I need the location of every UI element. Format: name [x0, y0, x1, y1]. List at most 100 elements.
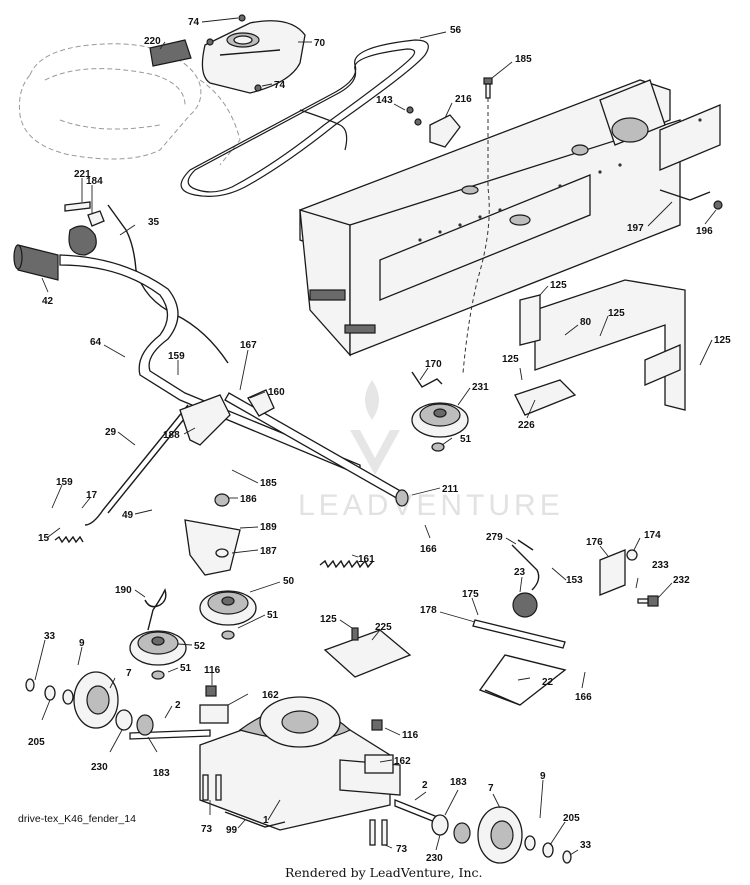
callout-186: 186 [240, 494, 257, 505]
callout-166: 166 [575, 692, 592, 703]
callout-187: 187 [260, 546, 277, 557]
callout-51: 51 [460, 434, 472, 445]
callout-15: 15 [38, 533, 50, 544]
ball-23 [512, 592, 538, 618]
callout-125: 125 [502, 354, 519, 365]
callout-35: 35 [148, 217, 160, 228]
callout-230: 230 [91, 762, 108, 773]
callout-29: 29 [105, 427, 117, 438]
spring-15 [54, 535, 84, 544]
bolts-73 [202, 774, 388, 846]
callout-23: 23 [514, 567, 526, 578]
callout-49: 49 [122, 510, 134, 521]
callout-125: 125 [320, 614, 337, 625]
callout-159: 159 [56, 477, 73, 488]
callout-33: 33 [580, 840, 592, 851]
callout-159: 159 [168, 351, 185, 362]
callout-225: 225 [375, 622, 392, 633]
callout-183: 183 [450, 777, 467, 788]
callout-99: 99 [226, 825, 238, 836]
callout-1: 1 [263, 815, 269, 826]
callout-50: 50 [283, 576, 295, 587]
callout-160: 160 [268, 387, 285, 398]
diagram-caption: drive-tex_K46_fender_14 [18, 813, 136, 825]
fender-decal-220 [149, 39, 192, 67]
lever-279 [511, 539, 540, 591]
callout-9: 9 [540, 771, 546, 782]
callout-17: 17 [86, 490, 98, 501]
callout-2: 2 [175, 700, 181, 711]
callout-232: 232 [673, 575, 690, 586]
callout-184: 184 [86, 176, 103, 187]
callout-176: 176 [586, 537, 603, 548]
callouts: 74 220 70 74 56 185 143 216 221 184 35 1… [28, 17, 731, 864]
callout-143: 143 [376, 95, 393, 106]
callout-226: 226 [518, 420, 535, 431]
clip-170 [411, 371, 443, 388]
callout-178: 178 [420, 605, 437, 616]
callout-211: 211 [442, 484, 459, 495]
callout-56: 56 [450, 25, 462, 36]
brake-rod-178 [472, 619, 567, 706]
callout-189: 189 [260, 522, 277, 533]
bracket-189 [184, 493, 241, 576]
callout-231: 231 [472, 382, 489, 393]
rod-99 [224, 811, 286, 828]
callout-167: 167 [240, 340, 257, 351]
bracket-80 [519, 279, 686, 411]
link-29 [84, 404, 194, 526]
callout-221: 221 [74, 169, 91, 180]
callout-175: 175 [462, 589, 479, 600]
grip-42 [13, 244, 59, 281]
callout-2: 2 [422, 780, 428, 791]
callout-80: 80 [580, 317, 592, 328]
callout-196: 196 [696, 226, 713, 237]
callout-185: 185 [260, 478, 277, 489]
callout-188: 188 [163, 430, 180, 441]
callout-205: 205 [28, 737, 45, 748]
callout-190: 190 [115, 585, 132, 596]
callout-73: 73 [396, 844, 408, 855]
callout-185: 185 [515, 54, 532, 65]
callout-174: 174 [644, 530, 661, 541]
callout-183: 183 [153, 768, 170, 779]
washers-left [25, 678, 74, 705]
callout-116: 116 [204, 665, 221, 676]
callout-233: 233 [652, 560, 669, 571]
callout-64: 64 [90, 337, 102, 348]
hub-7-left [73, 671, 154, 736]
callout-70: 70 [314, 38, 326, 49]
callout-197: 197 [627, 223, 644, 234]
render-credit: Rendered by LeadVenture, Inc. [285, 865, 482, 880]
bracket-225 [323, 627, 412, 678]
tractor-frame [299, 79, 721, 357]
pedal-184 [68, 210, 105, 256]
callout-230: 230 [426, 853, 443, 864]
callout-42: 42 [42, 296, 54, 307]
callout-52: 52 [194, 641, 206, 652]
callout-74: 74 [188, 17, 200, 28]
callout-73: 73 [201, 824, 213, 835]
clip-221 [64, 201, 91, 212]
fittings-116-162 [199, 685, 394, 774]
screws-74 [206, 14, 262, 92]
hub-7-right [431, 806, 523, 864]
callout-162: 162 [394, 756, 411, 767]
callout-22: 22 [542, 677, 554, 688]
watermark-text: LEADVENTURE [298, 489, 564, 522]
callout-125: 125 [550, 280, 567, 291]
axle-shafts [129, 729, 446, 827]
pulley-50 [199, 590, 257, 640]
callout-220: 220 [144, 36, 161, 47]
pulley-52 [129, 630, 187, 680]
callout-170: 170 [425, 359, 442, 370]
callout-161: 161 [358, 554, 375, 565]
spring-161 [319, 559, 374, 569]
washers-right [524, 835, 572, 864]
callout-33: 33 [44, 631, 56, 642]
leadventure-watermark: LEADVENTURE [298, 380, 564, 522]
bracket-176 [599, 549, 638, 596]
callout-216: 216 [455, 94, 472, 105]
callout-116: 116 [402, 730, 419, 741]
